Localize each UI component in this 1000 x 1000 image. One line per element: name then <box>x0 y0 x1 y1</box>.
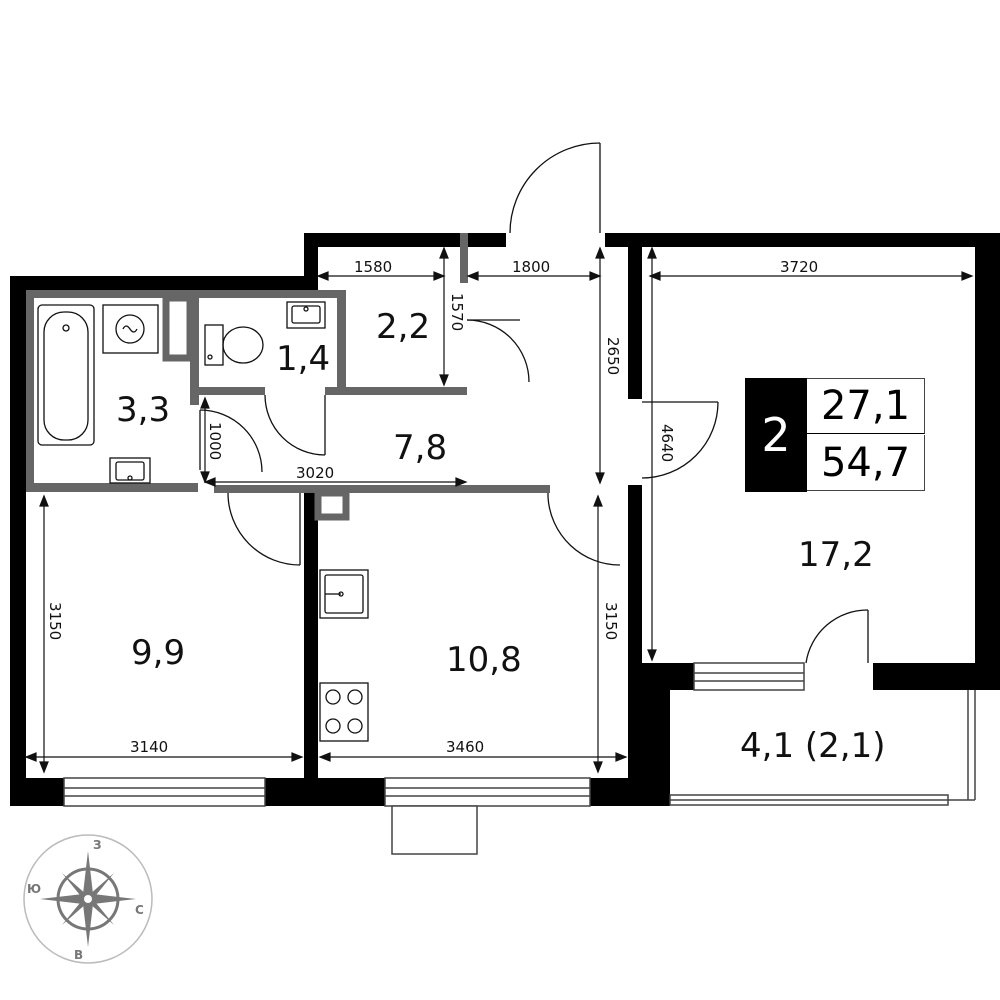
compass-east-label: С <box>135 903 144 917</box>
dim-label: 3140 <box>130 738 168 756</box>
fixtures <box>37 301 369 742</box>
dim-label: 3460 <box>446 738 484 756</box>
washing-machine <box>102 304 159 354</box>
compass-north-label: З <box>93 838 102 852</box>
toilet-fixture <box>204 324 224 366</box>
room-area-toilet: 1,4 <box>276 339 330 379</box>
interior-walls <box>304 247 642 806</box>
dim-label: 3150 <box>602 602 620 640</box>
room-area-hall: 7,8 <box>393 428 447 468</box>
dim-label: 4640 <box>658 424 676 462</box>
compass-south-label: В <box>74 948 83 962</box>
dim-label: 1580 <box>354 258 392 276</box>
room-areas: 3,3 1,4 2,2 7,8 9,9 10,8 17,2 4,1 (2,1) <box>116 307 885 766</box>
room-count: 2 <box>745 378 807 492</box>
room-area-wardrobe: 2,2 <box>376 307 430 347</box>
dim-label: 3150 <box>46 602 64 640</box>
compass-rose: З С В Ю <box>23 834 153 964</box>
bathtub <box>37 304 95 446</box>
room-area-bedroom: 9,9 <box>131 633 185 673</box>
dimension-labels: 1580 1570 1800 3720 2650 1000 3020 4640 … <box>46 258 818 756</box>
room-area-loggia: 4,1 (2,1) <box>740 726 885 766</box>
bathroom-sink <box>109 457 151 484</box>
compass-west-label: Ю <box>27 882 41 896</box>
room-area-living: 17,2 <box>798 535 874 575</box>
toilet-sink <box>286 301 326 329</box>
dim-label: 1000 <box>206 422 224 460</box>
doors <box>199 142 869 664</box>
stove <box>319 682 369 742</box>
dim-label: 1800 <box>512 258 550 276</box>
windows <box>63 662 976 855</box>
kitchen-sink <box>319 569 369 619</box>
dim-label: 3720 <box>780 258 818 276</box>
apartment-summary-badge: 2 27,1 54,7 <box>745 378 925 492</box>
total-area: 54,7 <box>807 435 925 491</box>
dim-label: 2650 <box>604 337 622 375</box>
room-area-kitchen: 10,8 <box>446 640 522 680</box>
dimension-lines <box>24 246 974 774</box>
grey-partitions <box>26 233 550 521</box>
dim-label: 3020 <box>296 464 334 482</box>
room-area-bathroom: 3,3 <box>116 390 170 430</box>
living-area: 27,1 <box>807 378 925 434</box>
exterior-walls <box>10 233 1000 806</box>
dim-label: 1570 <box>448 293 466 331</box>
